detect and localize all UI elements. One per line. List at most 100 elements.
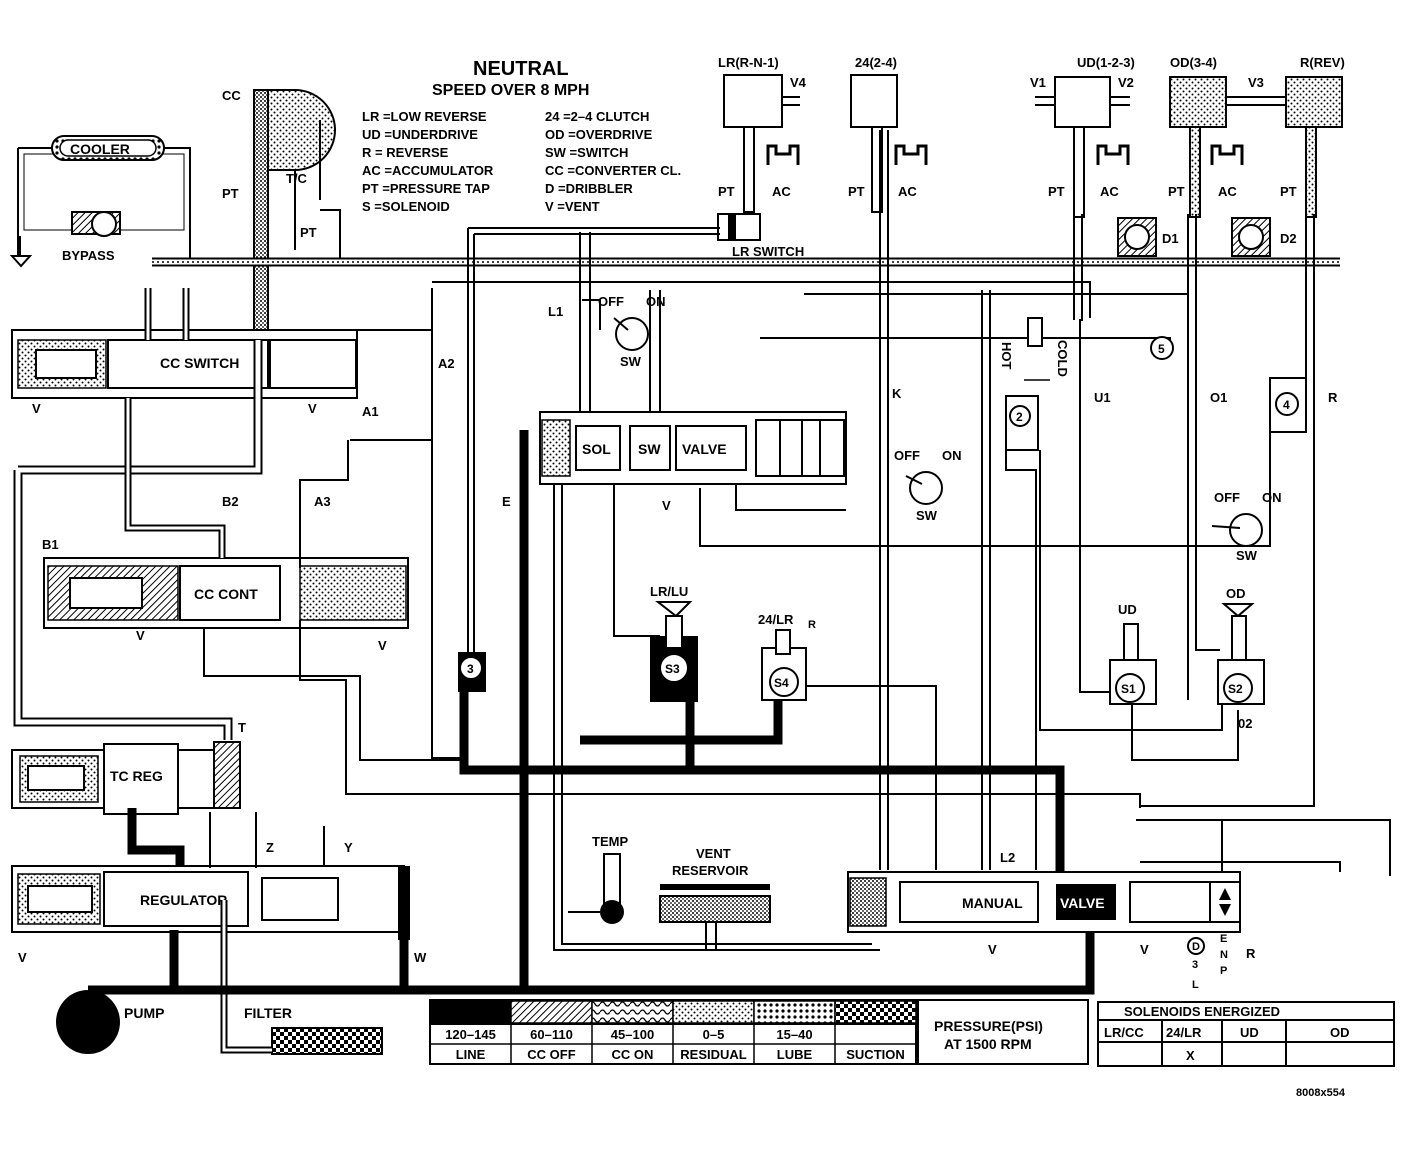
ud-solenoid-label: UD	[1118, 602, 1137, 617]
tc-reg-label: TC REG	[110, 768, 163, 784]
on-label: ON	[1262, 490, 1282, 505]
solenoid-table-header: OD	[1330, 1025, 1350, 1040]
torque-converter: CC T/C PT PT	[222, 88, 341, 341]
w-label: W	[414, 950, 427, 965]
manual-valve: MANUAL VALVE V V D 3 L E N P R	[847, 871, 1256, 991]
legend-swatch-check	[834, 1000, 917, 1024]
clutch-reverse-label: R(REV)	[1300, 55, 1345, 70]
solenoid-switch-valve: SOL SW VALVE V	[539, 411, 847, 513]
t-label: T	[238, 720, 246, 735]
pressure-tap-label: PT	[1280, 184, 1297, 199]
tc-regulator-valve: TC REG T	[11, 720, 246, 815]
accumulator-label: AC	[772, 184, 791, 199]
vent-label: V	[308, 401, 317, 416]
clutch-24: 24(2-4) PT AC	[848, 55, 928, 213]
legend-range: 0–5	[703, 1027, 725, 1042]
cold-label: COLD	[1055, 340, 1070, 377]
legend-range: 60–110	[530, 1027, 573, 1042]
legend-range: 15–40	[776, 1027, 812, 1042]
cooler-circuit: COOLER BYPASS	[9, 135, 191, 268]
pressure-switch-2: OFF ON SW	[894, 448, 962, 523]
legend-item: LR =LOW REVERSE	[362, 109, 487, 124]
manual-valve-label: VALVE	[1060, 895, 1105, 911]
gear-d-label: D	[1192, 941, 1200, 953]
solenoid-table-cell: X	[1186, 1048, 1195, 1063]
legend-name: SUCTION	[846, 1047, 905, 1062]
24-lr-label: 24/LR	[758, 612, 794, 627]
clutch-od: OD(3-4) PT AC V3	[1168, 55, 1264, 218]
legend-name: CC OFF	[527, 1047, 575, 1062]
vent-reservoir: VENT RESERVOIR	[659, 846, 771, 950]
u1-label: U1	[1094, 390, 1111, 405]
sw-label: SW	[638, 441, 661, 457]
vent-v3-label: V3	[1248, 75, 1264, 90]
cc-control-valve: CC CONT B1 B2 V V	[42, 494, 409, 653]
diagram-title: NEUTRAL	[473, 58, 569, 80]
temperature-sensor: TEMP	[568, 834, 628, 924]
l1-label: L1	[548, 304, 563, 319]
vent-v2-label: V2	[1118, 75, 1134, 90]
legend-item: SW =SWITCH	[545, 145, 628, 160]
switch-label: SW	[620, 354, 642, 369]
dribbler-d1: D1	[1117, 217, 1179, 257]
s1-label: S1	[1121, 682, 1136, 696]
valve-label: VALVE	[682, 441, 727, 457]
sol-label: SOL	[582, 441, 611, 457]
abbreviation-legend: LR =LOW REVERSE UD =UNDERDRIVE R = REVER…	[362, 109, 681, 214]
legend-item: D =DRIBBLER	[545, 181, 633, 196]
line-pressure-circuit	[88, 430, 1095, 995]
vent-v1-label: V1	[1030, 75, 1046, 90]
solenoid-s1: UD S1	[1109, 602, 1157, 705]
a2-label: A2	[438, 356, 455, 371]
a3-label: A3	[314, 494, 331, 509]
solenoid-table-header: UD	[1240, 1025, 1259, 1040]
legend-swatch-wave	[591, 1000, 674, 1024]
vent-label: V	[32, 401, 41, 416]
gear-3-label: 3	[1192, 959, 1198, 971]
check-4-label: 4	[1283, 398, 1290, 412]
clutch-od-label: OD(3-4)	[1170, 55, 1217, 70]
s3-label: S3	[665, 662, 680, 676]
legend-swatch-solid	[429, 1000, 512, 1024]
solenoid-s4: 24/LR R S4	[758, 612, 816, 701]
solenoid-s3: LR/LU S3	[650, 584, 698, 702]
check-ball-5: 5	[1150, 336, 1174, 360]
legend-range: 45–100	[611, 1027, 654, 1042]
clutch-ud-label: UD(1-2-3)	[1077, 55, 1135, 70]
gear-n-label: N	[1220, 949, 1228, 961]
off-label: OFF	[894, 448, 920, 463]
b1-label: B1	[42, 537, 59, 552]
thermal-valve: HOT COLD 2	[999, 317, 1070, 451]
accumulator-label: AC	[898, 184, 917, 199]
switch-label: SW	[916, 508, 938, 523]
pump: PUMP	[56, 990, 164, 1054]
bypass-label: BYPASS	[62, 248, 115, 263]
gear-l-label: L	[1192, 979, 1199, 991]
accumulator-label: AC	[1100, 184, 1119, 199]
filter: FILTER	[220, 900, 383, 1055]
off-label: OFF	[598, 294, 624, 309]
pressure-tap-label: PT	[222, 186, 239, 201]
figure-id: 8008x554	[1296, 1087, 1346, 1099]
regulator-label: REGULATOR	[140, 892, 227, 908]
vent-reservoir-label: VENT	[696, 846, 731, 861]
o2-label: 02	[1238, 716, 1252, 731]
switch-label: SW	[1236, 548, 1258, 563]
b2-label: B2	[222, 494, 239, 509]
vent-label: V	[1140, 942, 1149, 957]
legend-name: RESIDUAL	[680, 1047, 747, 1062]
solenoid-s2: OD S2	[1217, 586, 1265, 705]
thin-hydraulic-lines	[203, 130, 1391, 951]
legend-item: OD =OVERDRIVE	[545, 127, 653, 142]
vent-label: V	[662, 498, 671, 513]
accumulator-label: AC	[1218, 184, 1237, 199]
vent-label: V	[378, 638, 387, 653]
l2-label: L2	[1000, 850, 1015, 865]
cc-switch-label: CC SWITCH	[160, 355, 239, 371]
pump-label: PUMP	[124, 1005, 164, 1021]
pressure-switch-3: OFF ON SW	[1211, 490, 1282, 563]
vent-v4-label: V4	[790, 75, 807, 90]
diagram-subtitle: SPEED OVER 8 MPH	[432, 82, 589, 99]
